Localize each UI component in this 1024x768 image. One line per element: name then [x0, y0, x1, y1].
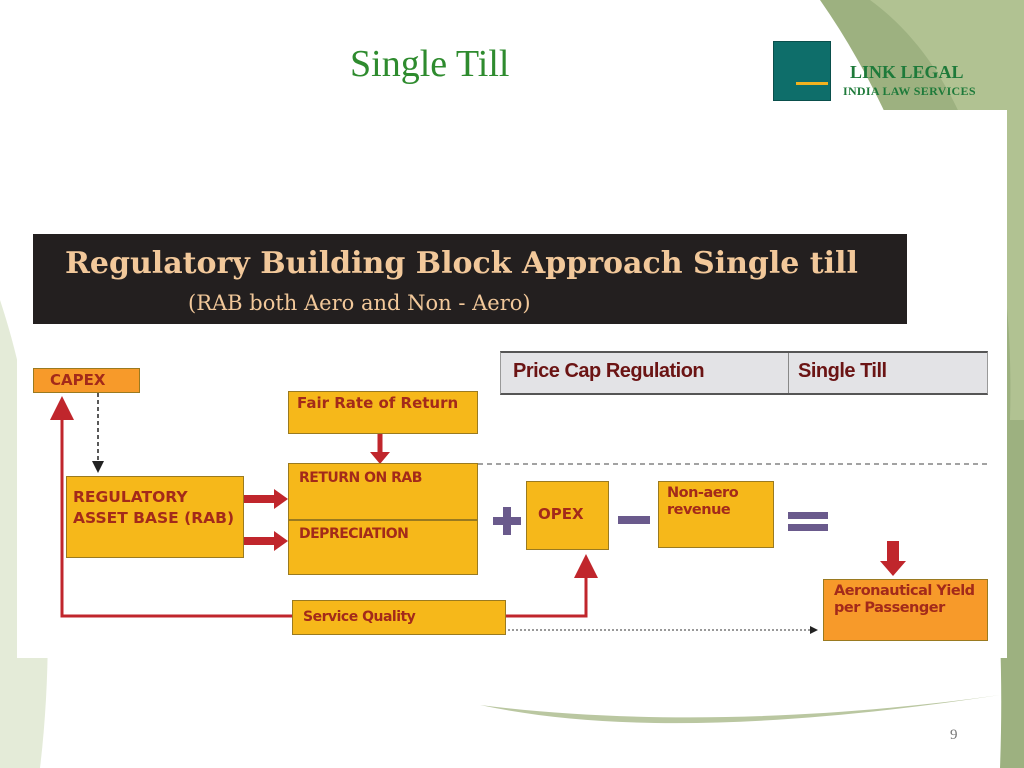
table-cell-till: Single Till — [798, 360, 887, 382]
capex-box: CAPEX — [33, 368, 140, 393]
fair-rate-box: Fair Rate of Return — [288, 391, 478, 434]
banner-title: Regulatory Building Block Approach Singl… — [65, 246, 858, 281]
diagram-banner: Regulatory Building Block Approach Singl… — [33, 234, 907, 324]
aeronautical-yield-box: Aeronautical Yield per Passenger — [823, 579, 988, 641]
logo-name: LINK LEGAL — [850, 62, 964, 82]
service-quality-box: Service Quality — [292, 600, 506, 635]
depreciation-box: DEPRECIATION — [288, 520, 478, 575]
table-cell-regulation: Price Cap Regulation — [513, 360, 705, 382]
slide-title: Single Till — [350, 43, 510, 85]
return-on-rab-box: RETURN ON RAB — [288, 463, 478, 520]
logo-accent-bar — [796, 82, 828, 85]
page-number: 9 — [950, 727, 958, 743]
logo-icon — [773, 41, 831, 101]
table-divider — [788, 353, 789, 393]
rab-box: REGULATORY ASSET BASE (RAB) — [66, 476, 244, 558]
logo-tagline: INDIA LAW SERVICES — [843, 84, 976, 98]
opex-box: OPEX — [526, 481, 609, 550]
regulation-table: Price Cap Regulation Single Till — [500, 351, 988, 395]
non-aero-revenue-box: Non-aero revenue — [658, 481, 774, 548]
banner-subtitle: (RAB both Aero and Non - Aero) — [188, 291, 531, 315]
